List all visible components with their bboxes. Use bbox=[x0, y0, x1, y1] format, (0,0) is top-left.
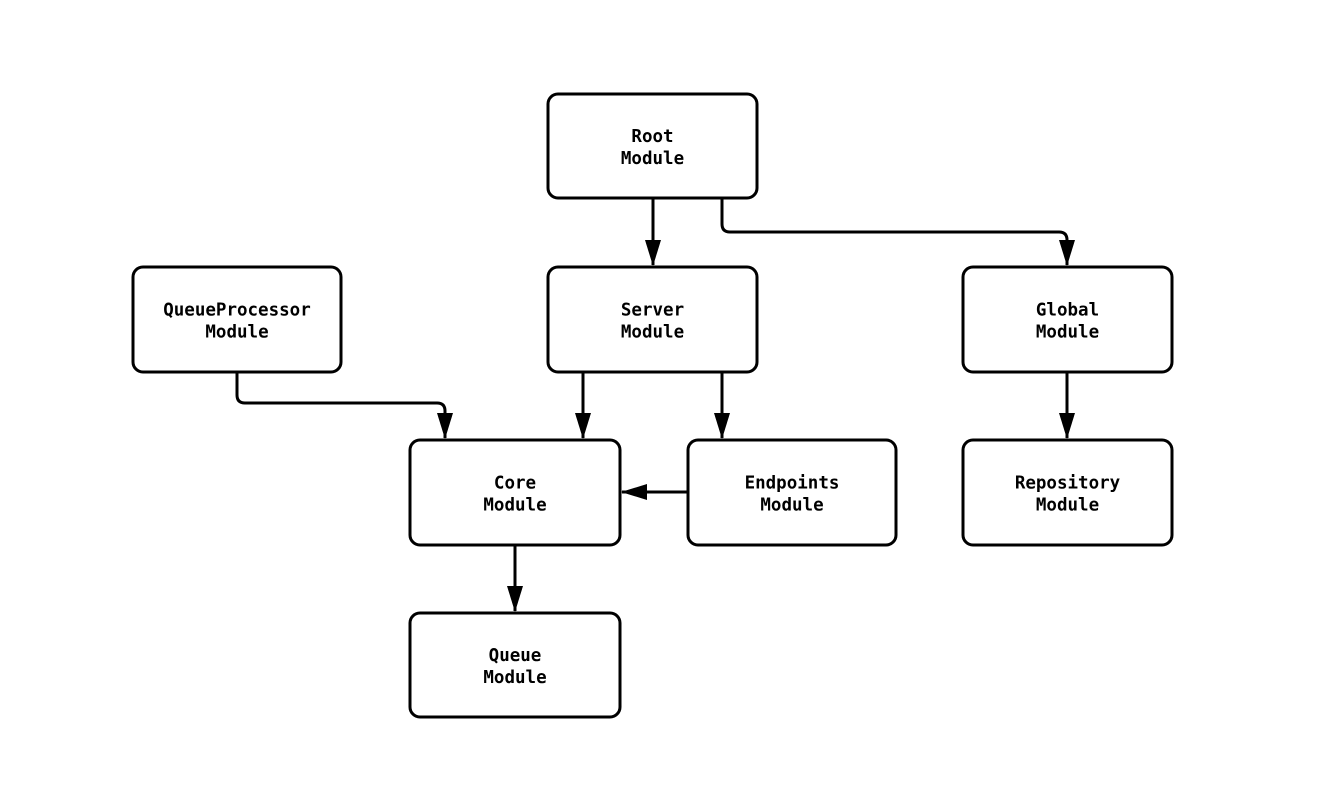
node-label-line: QueueProcessor bbox=[163, 301, 311, 321]
node-box-root-module bbox=[546, 92, 759, 200]
edges-layer bbox=[235, 198, 1075, 612]
node-box-core-module bbox=[408, 438, 622, 547]
node-label-line: Server bbox=[621, 301, 684, 321]
edge-root-to-global bbox=[720, 198, 1075, 266]
node-box-repository-module bbox=[961, 438, 1174, 547]
node-label-line: Root bbox=[631, 127, 673, 147]
edge-queueprocessor-to-core bbox=[235, 372, 453, 439]
node-label-line: Module bbox=[483, 496, 546, 516]
node-box-queue-module bbox=[408, 611, 622, 719]
node-label-line: Module bbox=[760, 496, 823, 516]
node-label-line: Module bbox=[1036, 496, 1099, 516]
node-box-server-module bbox=[546, 265, 759, 374]
node-label-line: Queue bbox=[489, 646, 542, 666]
node-label-line: Endpoints bbox=[745, 474, 840, 494]
node-box-endpoints-module bbox=[686, 438, 898, 547]
node-box-global-module bbox=[961, 265, 1174, 374]
node-label-line: Module bbox=[1036, 323, 1099, 343]
node-label-line: Global bbox=[1036, 301, 1099, 321]
node-label-line: Module bbox=[483, 668, 546, 688]
node-label-line: Module bbox=[205, 323, 268, 343]
node-label-line: Module bbox=[621, 323, 684, 343]
node-box-queueprocessor-module bbox=[131, 265, 343, 374]
node-label-line: Module bbox=[621, 149, 684, 169]
node-label-line: Repository bbox=[1015, 474, 1121, 494]
node-label-line: Core bbox=[494, 474, 536, 494]
